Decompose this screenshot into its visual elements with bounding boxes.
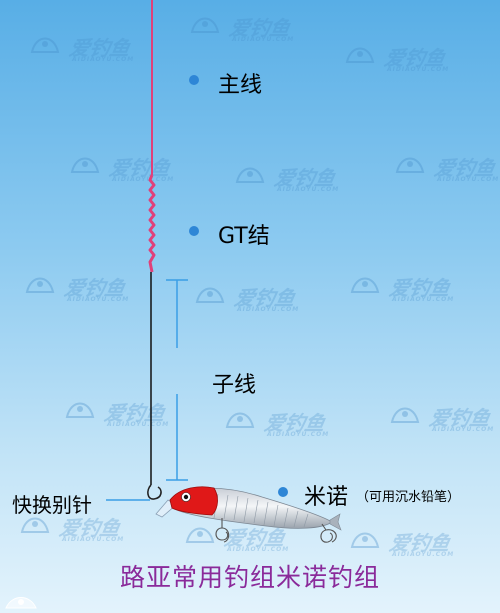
leader-label: 子线 bbox=[212, 373, 257, 398]
minnow-lure bbox=[155, 486, 342, 543]
gt-knot-label: GT结 bbox=[218, 224, 270, 249]
leader-bracket bbox=[166, 279, 188, 481]
quick-snap-label: 快换别针 bbox=[12, 493, 92, 517]
gt-knot bbox=[148, 174, 156, 273]
main-line-dot bbox=[189, 75, 199, 85]
minnow-dot bbox=[278, 487, 288, 497]
gt-knot-dot bbox=[189, 226, 199, 236]
site-logo-icon bbox=[5, 597, 37, 609]
quick-snap bbox=[147, 484, 162, 500]
minnow-label: 米诺 bbox=[304, 485, 349, 510]
minnow-note-label: （可用沉水铅笔） bbox=[356, 490, 461, 505]
diagram-caption: 路亚常用钓组米诺钓组 bbox=[119, 563, 380, 592]
main-line-label: 主线 bbox=[218, 73, 263, 98]
